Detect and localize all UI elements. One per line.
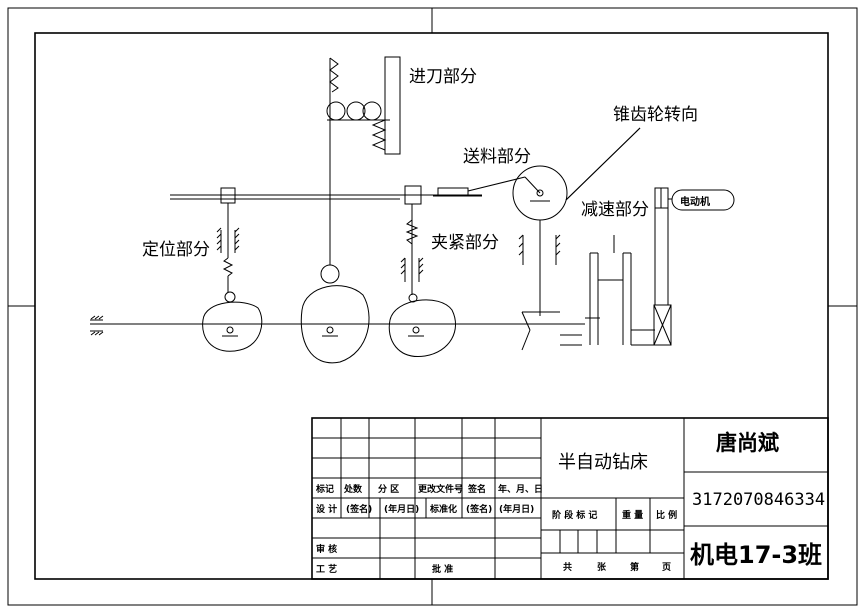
locating-mechanism: [202, 187, 263, 352]
bevel-label: 锥齿轮转向: [613, 105, 698, 125]
feed-label: 进刀部分: [409, 67, 477, 87]
standard-sign: (签名): [466, 503, 492, 515]
leader-lines: [565, 127, 641, 201]
title-block: 标记 处数 分 区 更改文件号 签名 年、月、日 设 计 (签名) (年月日) …: [311, 417, 829, 580]
th-count: 处数: [343, 483, 363, 495]
sheet-no: 第: [630, 561, 639, 573]
th-sign: 签名: [467, 483, 486, 495]
sheet-unit: 张: [597, 561, 607, 573]
th-date: 年、月、日: [498, 483, 543, 495]
author-name: 唐尚斌: [716, 431, 779, 455]
motor-label: 电动机: [680, 195, 710, 208]
design-label: 设 计: [316, 503, 337, 515]
motor-drive: [653, 187, 735, 346]
upper-rod: [170, 194, 482, 200]
th-doc: 更改文件号: [418, 483, 463, 495]
bevel-gear: [521, 311, 582, 351]
sheet-total: 共: [563, 561, 572, 573]
student-id: 3172070846334: [692, 490, 825, 510]
outer-border: [7, 7, 858, 606]
clamping-mechanism: [388, 185, 457, 357]
weight-label: 重 量: [622, 509, 643, 521]
th-mark: 标记: [315, 483, 334, 495]
design-date: (年月日): [384, 503, 419, 515]
approve-label: 批 准: [432, 563, 453, 575]
clamping-label: 夹紧部分: [431, 233, 499, 253]
th-zone: 分 区: [378, 483, 399, 495]
reduction-gearbox: [585, 235, 655, 346]
process-label: 工 艺: [316, 563, 337, 575]
locating-label: 定位部分: [142, 240, 210, 260]
main-shaft: [90, 315, 585, 336]
feed-mechanism: [300, 56, 401, 364]
reduction-label: 减速部分: [581, 200, 649, 220]
class-name: 机电17-3班: [690, 541, 822, 569]
stage-label: 阶 段 标 记: [552, 509, 597, 521]
standard-date: (年月日): [499, 503, 534, 515]
design-sign: (签名): [346, 503, 372, 515]
sheet-page: 页: [662, 562, 671, 573]
standard-label: 标准化: [429, 503, 457, 515]
centering-marks: [8, 8, 857, 605]
review-label: 审 核: [316, 543, 337, 555]
conveying-label: 送料部分: [463, 147, 531, 167]
scale-label: 比 例: [656, 509, 677, 521]
drawing-title: 半自动钻床: [558, 452, 648, 473]
